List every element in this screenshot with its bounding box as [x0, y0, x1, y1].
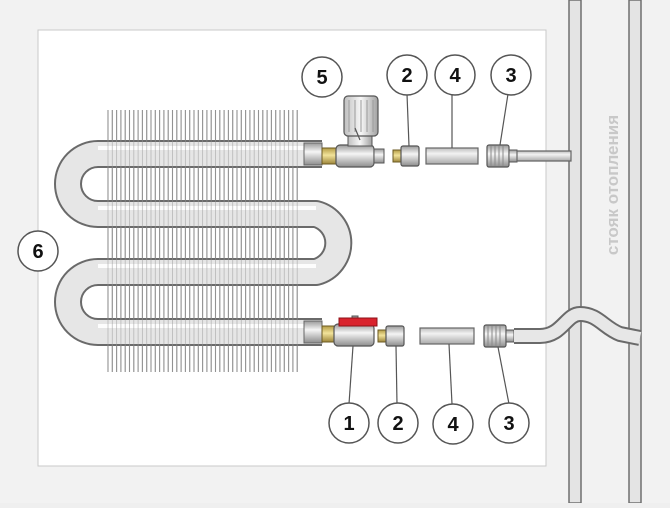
- valve-handle: [338, 317, 378, 327]
- svg-text:1: 1: [343, 413, 354, 435]
- svg-text:6: 6: [32, 241, 43, 263]
- callout-3-top: 3: [490, 54, 532, 96]
- adapter-fitting-top: [400, 145, 420, 167]
- pipe-segment-top: [425, 147, 479, 165]
- radiator-bottom-end: [303, 320, 323, 344]
- callout-2-top: 2: [386, 54, 428, 96]
- coupling-nut-top: [486, 144, 510, 168]
- riser-label: стояк отопления: [603, 115, 622, 255]
- svg-text:2: 2: [392, 413, 403, 435]
- svg-text:3: 3: [503, 413, 514, 435]
- svg-text:4: 4: [447, 414, 459, 436]
- svg-text:3: 3: [505, 65, 516, 87]
- callout-2-bottom: 2: [377, 402, 419, 444]
- callout-6: 6: [17, 230, 59, 272]
- thermostatic-valve: [335, 144, 375, 168]
- pipe-segment-bottom: [419, 327, 475, 345]
- svg-text:4: 4: [449, 65, 461, 87]
- svg-text:5: 5: [316, 67, 327, 89]
- callout-4-bottom: 4: [432, 403, 474, 445]
- riser-branch-bottom: [514, 307, 642, 344]
- coupling-nut-bottom: [483, 324, 507, 348]
- callout-4-top: 4: [434, 54, 476, 96]
- wall-panel: [37, 29, 547, 467]
- callout-1: 1: [328, 402, 370, 444]
- ball-valve: [333, 323, 375, 347]
- callout-3-bottom: 3: [488, 402, 530, 444]
- leader-lines: [348, 93, 510, 405]
- adapter-fitting-bottom: [385, 325, 405, 347]
- bottom-connection-assembly: [321, 305, 642, 348]
- top-connection-assembly: [321, 95, 572, 168]
- radiator-top-end: [303, 142, 323, 166]
- radiator-fins-front: [107, 110, 298, 372]
- svg-text:2: 2: [401, 65, 412, 87]
- riser-branch-top: [516, 150, 572, 162]
- callout-5: 5: [301, 56, 343, 98]
